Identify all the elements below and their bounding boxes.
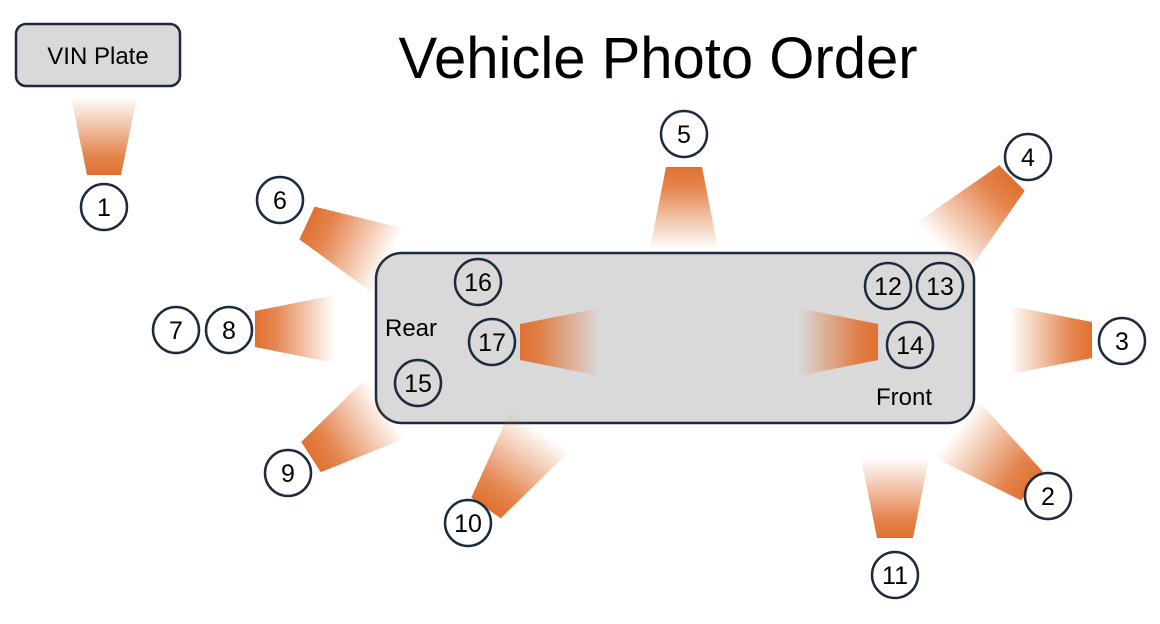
shot-badge [1003,132,1053,182]
vehicle-outline [374,251,976,425]
shot-number: 3 [1115,328,1129,356]
shot-badge [79,182,129,232]
camera-view-cone [471,409,570,519]
shot-badge [151,305,201,355]
shot-badge [467,317,517,367]
shot-badge [393,358,443,408]
shot-badge [263,448,313,498]
shot-number: 15 [404,370,432,398]
shot-number: 2 [1041,483,1055,511]
camera-view-cone [255,295,335,363]
shot-badge [204,305,254,355]
shot-number: 13 [926,273,954,301]
shot-number: 11 [882,562,908,590]
shot-number: 8 [222,317,236,345]
shot-number: 10 [454,510,482,538]
shot-number: 6 [273,187,287,215]
camera-view-cone [798,308,878,376]
page-title: Vehicle Photo Order [398,26,917,91]
shot-badge [885,320,935,370]
camera-view-cone [299,206,404,294]
shot-badge [659,109,709,159]
camera-view-cone [71,97,137,175]
shot-badge [453,257,503,307]
shot-badge [870,550,920,600]
shot-number: 17 [478,329,506,357]
shot-number: 1 [97,194,111,222]
shot-badge [443,498,493,548]
front-label: Front [876,384,932,411]
camera-view-cone [650,167,718,249]
shot-number: 7 [169,317,183,345]
shot-badge [1023,471,1073,521]
camera-view-cone [915,165,1025,275]
camera-view-cone [520,308,600,376]
shot-badge [863,261,913,311]
rear-label: Rear [385,315,437,342]
camera-view-cone [1010,306,1092,374]
vin-plate-label: VIN Plate [47,43,148,70]
shot-badge [255,175,305,225]
camera-view-cone [861,458,929,538]
shot-number: 14 [896,332,924,360]
vin-plate-box [14,22,182,88]
shot-number: 16 [464,269,492,297]
camera-view-cone [301,377,407,473]
camera-view-cone [934,400,1043,501]
shot-number: 4 [1021,144,1035,172]
shot-number: 12 [874,273,902,301]
shot-number: 5 [677,121,691,149]
shot-badge [1097,316,1147,366]
shot-number: 9 [281,460,295,488]
shot-badge [915,261,965,311]
